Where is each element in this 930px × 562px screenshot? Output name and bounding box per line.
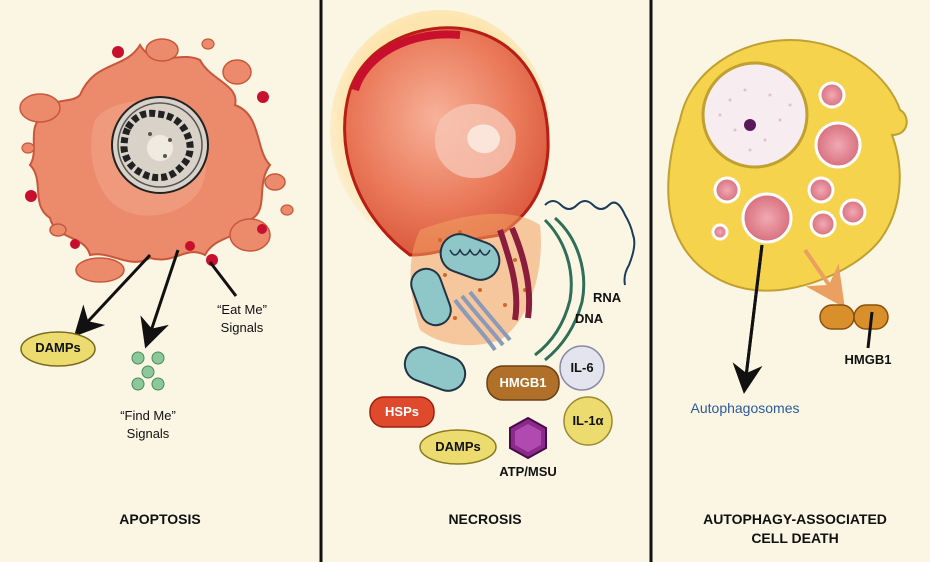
find-me-label-line1: “Find Me” <box>120 408 176 423</box>
arrow-to-damps <box>73 253 152 337</box>
damps-ellipse-necrosis <box>419 429 497 465</box>
hmgb1-pill-necrosis <box>486 365 560 401</box>
rna-label: RNA <box>593 290 622 305</box>
necrotic-cell <box>343 26 550 257</box>
nucleus-autophagy <box>701 61 809 169</box>
hmgb1-shape-autophagy <box>819 304 889 330</box>
arrow-to-find-me <box>140 249 180 349</box>
hsps-pill <box>369 396 435 428</box>
apoptosis-caption: APOPTOSIS <box>119 511 201 527</box>
arrow-to-hmgb1 <box>803 248 845 308</box>
line-to-eat-me <box>208 261 238 297</box>
il6-label: IL-6 <box>570 360 594 375</box>
endoplasmic-reticulum <box>497 226 533 321</box>
find-me-label-line2: Signals <box>126 426 170 441</box>
apoptotic-bodies <box>19 38 294 283</box>
il1a-circle <box>563 396 613 446</box>
rna-strand <box>544 200 636 286</box>
eat-me-label-line2: Signals <box>220 320 264 335</box>
cell-contents-spill <box>403 213 541 392</box>
dna-label: DNA <box>575 311 604 326</box>
line-to-hmgb1-label <box>866 311 874 349</box>
damps-ellipse-apoptosis <box>20 331 96 367</box>
eat-me-label-line1: “Eat Me” <box>217 302 267 317</box>
hmgb1-label-necrosis: HMGB1 <box>499 375 547 390</box>
hsps-label: HSPs <box>385 404 419 419</box>
autophagy-caption-line2: CELL DEATH <box>751 530 839 546</box>
hmgb1-label-autophagy: HMGB1 <box>844 352 892 367</box>
golgi <box>453 290 512 352</box>
fragmented-nucleus <box>111 96 209 194</box>
il1a-label: IL-1α <box>572 413 604 428</box>
autophagosomes <box>711 81 867 244</box>
il6-circle <box>559 345 605 391</box>
damps-label-necrosis: DAMPs <box>435 439 481 454</box>
necrosis-caption: NECROSIS <box>448 511 522 527</box>
atp-msu-label: ATP/MSU <box>499 464 557 479</box>
autophagosomes-label: Autophagosomes <box>690 400 800 416</box>
dna-helix <box>534 216 586 362</box>
autophagy-caption-line1: AUTOPHAGY-ASSOCIATED <box>703 511 887 527</box>
mitochondria <box>403 233 501 392</box>
eat-me-dots <box>25 46 269 266</box>
damps-label-apoptosis: DAMPs <box>35 340 81 355</box>
find-me-dots <box>131 351 165 391</box>
